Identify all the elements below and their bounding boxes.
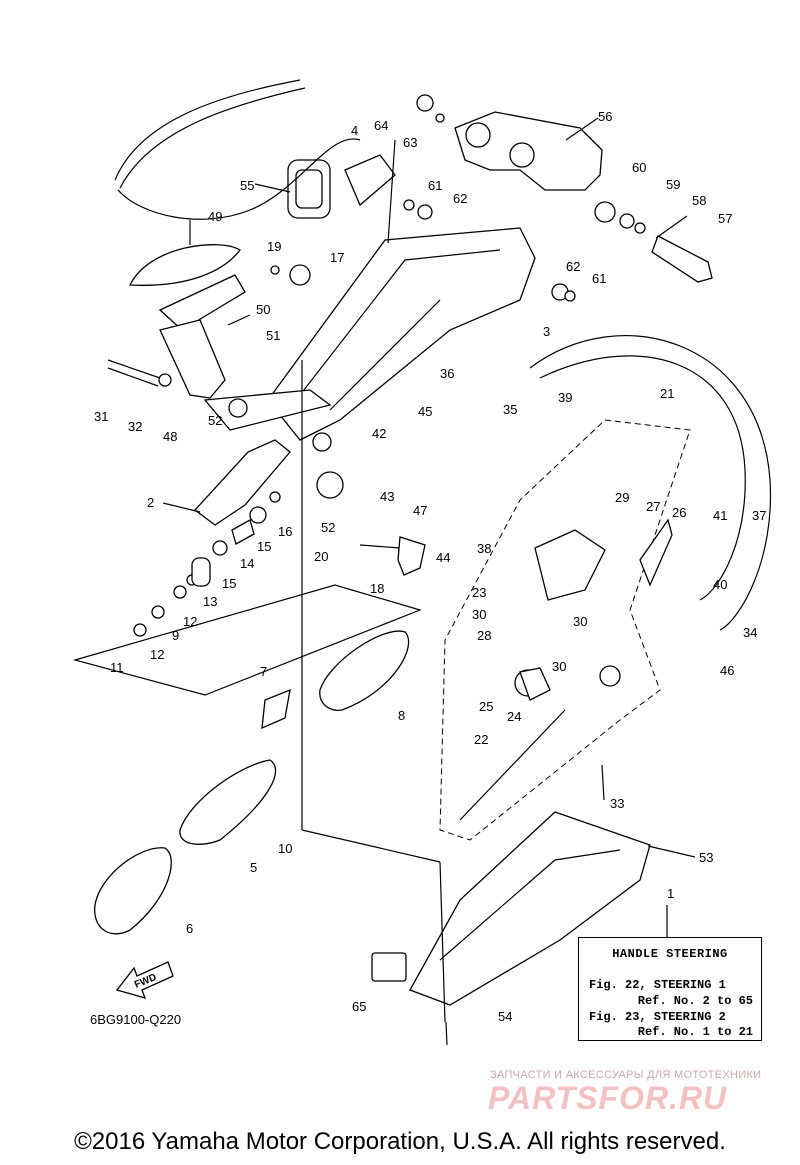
- callout-number: 55: [240, 178, 254, 193]
- callout-number: 25: [479, 699, 493, 714]
- info-box-figure-1: Fig. 22, STEERING 1: [589, 978, 726, 992]
- callout-number: 12: [183, 614, 197, 629]
- callout-number: 21: [660, 386, 674, 401]
- callout-number: 59: [666, 177, 680, 192]
- callout-number: 45: [418, 404, 432, 419]
- callout-number: 50: [256, 302, 270, 317]
- callout-number: 44: [436, 550, 450, 565]
- callout-number: 6: [186, 921, 193, 936]
- watermark-tagline: ЗАПЧАСТИ И АКСЕССУАРЫ ДЛЯ МОТОТЕХНИКИ: [490, 1069, 762, 1081]
- callout-number: 46: [720, 663, 734, 678]
- callout-number: 37: [752, 508, 766, 523]
- callout-number: 61: [428, 178, 442, 193]
- callout-number: 60: [632, 160, 646, 175]
- callout-labels: 1 2 3 4 5 6 7 8 9 10 11 12 12 13 14 15 1…: [94, 109, 766, 1024]
- callout-number: 47: [413, 503, 427, 518]
- callout-number: 38: [477, 541, 491, 556]
- callout-number: 62: [453, 191, 467, 206]
- callout-number: 57: [718, 211, 732, 226]
- callout-number: 23: [472, 585, 486, 600]
- callout-number: 2: [147, 495, 154, 510]
- callout-number: 35: [503, 402, 517, 417]
- callout-number: 20: [314, 549, 328, 564]
- callout-number: 22: [474, 732, 488, 747]
- callout-number: 34: [743, 625, 757, 640]
- callout-number: 26: [672, 505, 686, 520]
- callout-number: 13: [203, 594, 217, 609]
- callout-number: 19: [267, 239, 281, 254]
- callout-number: 17: [330, 250, 344, 265]
- callout-number: 51: [266, 328, 280, 343]
- callout-number: 16: [278, 524, 292, 539]
- callout-number: 40: [713, 577, 727, 592]
- callout-number: 61: [592, 271, 606, 286]
- callout-number: 29: [615, 490, 629, 505]
- callout-number: 39: [558, 390, 572, 405]
- callout-number: 9: [172, 628, 179, 643]
- callout-number: 36: [440, 366, 454, 381]
- info-box-title: HANDLE STEERING: [612, 947, 728, 961]
- callout-number: 48: [163, 429, 177, 444]
- info-box-figure-2: Fig. 23, STEERING 2: [589, 1010, 726, 1024]
- callout-number: 52: [321, 520, 335, 535]
- callout-number: 63: [403, 135, 417, 150]
- info-box-ref-2: Ref. No. 1 to 21: [637, 1025, 753, 1039]
- callout-number: 18: [370, 581, 384, 596]
- callout-number: 65: [352, 999, 366, 1014]
- callout-number: 24: [507, 709, 521, 724]
- watermark-logo: PARTSFOR.RU: [488, 1080, 728, 1116]
- callout-number: 53: [699, 850, 713, 865]
- callout-number: 58: [692, 193, 706, 208]
- forward-arrow-icon: FWD: [115, 961, 174, 999]
- info-box-ref-1: Ref. No. 2 to 65: [637, 994, 753, 1008]
- callout-number: 62: [566, 259, 580, 274]
- callout-number: 4: [351, 123, 358, 138]
- drawing-lines: [72, 79, 772, 1046]
- callout-number: 11: [110, 660, 124, 675]
- callout-number: 5: [250, 860, 257, 875]
- callout-number: 8: [398, 708, 405, 723]
- callout-number: 41: [713, 508, 727, 523]
- callout-number: 3: [543, 324, 550, 339]
- diagram-code: 6BG9100-Q220: [90, 1012, 182, 1027]
- callout-number: 54: [498, 1009, 512, 1024]
- callout-number: 33: [610, 796, 624, 811]
- callout-number: 30: [472, 607, 486, 622]
- callout-number: 15: [222, 576, 236, 591]
- callout-number: 1: [667, 886, 674, 901]
- callout-number: 31: [94, 409, 108, 424]
- callout-number: 64: [374, 118, 388, 133]
- callout-number: 7: [260, 664, 267, 679]
- callout-number: 52: [208, 413, 222, 428]
- callout-number: 49: [208, 209, 222, 224]
- callout-number: 28: [477, 628, 491, 643]
- callout-number: 14: [240, 556, 254, 571]
- callout-number: 30: [573, 614, 587, 629]
- copyright-notice: ©2016 Yamaha Motor Corporation, U.S.A. A…: [74, 1128, 726, 1155]
- callout-number: 10: [278, 841, 292, 856]
- callout-number: 12: [150, 647, 164, 662]
- callout-number: 43: [380, 489, 394, 504]
- callout-number: 42: [372, 426, 386, 441]
- callout-number: 56: [598, 109, 612, 124]
- callout-number: 27: [646, 499, 660, 514]
- callout-number: 32: [128, 419, 142, 434]
- callout-number: 15: [257, 539, 271, 554]
- callout-number: 30: [552, 659, 566, 674]
- reference-info-box: HANDLE STEERING Fig. 22, STEERING 1 Ref.…: [578, 937, 762, 1041]
